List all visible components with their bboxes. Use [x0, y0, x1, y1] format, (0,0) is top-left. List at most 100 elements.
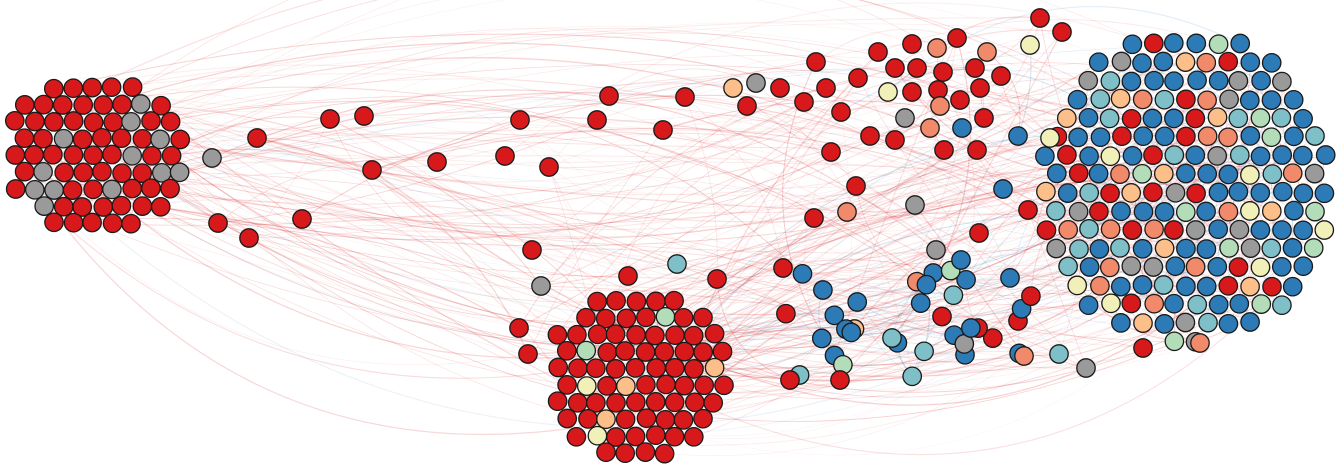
network-node	[1046, 163, 1067, 184]
network-node	[160, 111, 181, 132]
network-edge	[825, 61, 1164, 102]
network-edge	[301, 87, 827, 221]
network-edge	[160, 135, 1058, 233]
network-edge	[371, 61, 817, 171]
network-node	[930, 96, 950, 116]
network-node	[33, 94, 54, 115]
network-node	[122, 145, 143, 166]
network-edge	[101, 155, 1197, 195]
network-node	[1069, 239, 1089, 259]
network-node	[1293, 256, 1314, 277]
network-edge	[869, 124, 1019, 137]
network-node	[362, 160, 382, 180]
network-node	[704, 357, 725, 378]
network-node	[1112, 126, 1132, 147]
network-node	[951, 250, 971, 270]
network-node	[1229, 145, 1250, 165]
network-edge	[566, 113, 1208, 352]
network-edge	[1027, 209, 1087, 369]
network-edge	[1087, 80, 1283, 113]
network-node	[1090, 127, 1111, 148]
network-node	[33, 161, 53, 182]
network-node	[1164, 331, 1185, 352]
network-node	[970, 78, 990, 98]
network-edge	[857, 77, 1087, 369]
network-node	[596, 409, 616, 430]
network-node	[1143, 257, 1164, 277]
network-node	[1057, 145, 1077, 165]
network-node	[130, 94, 151, 114]
network-edge	[329, 118, 1201, 344]
network-node	[1153, 163, 1174, 184]
network-node	[1110, 238, 1130, 258]
network-edge	[527, 129, 664, 355]
network-node	[132, 128, 153, 149]
network-edge	[64, 171, 965, 345]
network-node	[1000, 268, 1020, 288]
network-node	[1163, 33, 1184, 53]
network-node	[5, 145, 26, 165]
network-node	[830, 370, 850, 390]
network-edge	[684, 96, 718, 280]
network-node	[841, 322, 862, 343]
network-edge	[436, 82, 734, 163]
network-edge	[111, 17, 1041, 88]
network-node	[586, 392, 606, 413]
network-node	[1272, 145, 1293, 165]
network-node	[102, 144, 122, 165]
network-node	[1122, 145, 1143, 166]
network-edge	[548, 101, 805, 168]
network-node	[1262, 276, 1282, 297]
network-edge	[531, 87, 827, 251]
network-edge	[142, 75, 1002, 228]
network-node	[1165, 256, 1186, 277]
network-node	[1197, 90, 1217, 111]
network-node	[1218, 313, 1239, 334]
network-edge	[1056, 98, 1101, 174]
network-node	[605, 324, 626, 345]
network-node	[920, 118, 940, 138]
network-edge	[83, 86, 1025, 357]
network-node	[905, 195, 925, 215]
network-node	[1079, 219, 1099, 239]
network-node	[1020, 35, 1040, 55]
network-edge	[1158, 118, 1175, 213]
network-node	[625, 392, 646, 413]
network-node	[1218, 275, 1239, 296]
network-edge	[577, 302, 922, 376]
network-node	[1185, 257, 1206, 277]
network-node	[1143, 182, 1163, 203]
network-node	[1186, 183, 1206, 204]
network-node	[1121, 256, 1142, 276]
network-node	[1207, 146, 1228, 166]
network-node	[132, 196, 153, 216]
network-node	[1292, 145, 1313, 166]
network-node	[518, 344, 538, 364]
network-edge	[43, 205, 578, 379]
network-node	[1110, 88, 1131, 109]
network-node	[811, 328, 832, 349]
network-node	[1198, 312, 1218, 333]
network-node	[636, 374, 656, 395]
network-edge	[63, 206, 841, 381]
network-node	[667, 254, 687, 274]
network-node	[675, 87, 695, 107]
network-edge	[851, 330, 1020, 354]
network-node	[1240, 201, 1260, 221]
network-edge	[301, 211, 848, 220]
network-node	[1240, 52, 1261, 73]
network-node	[625, 426, 646, 447]
network-edge	[132, 71, 944, 205]
network-node	[202, 148, 222, 168]
network-edge	[130, 78, 1155, 305]
network-edge	[531, 248, 1087, 369]
network-edge	[674, 379, 841, 438]
network-edge	[42, 171, 966, 428]
network-node	[53, 128, 74, 149]
network-node	[606, 427, 626, 447]
network-node	[141, 178, 161, 199]
network-node	[707, 269, 727, 289]
network-node	[1052, 22, 1072, 42]
network-node	[587, 425, 608, 446]
